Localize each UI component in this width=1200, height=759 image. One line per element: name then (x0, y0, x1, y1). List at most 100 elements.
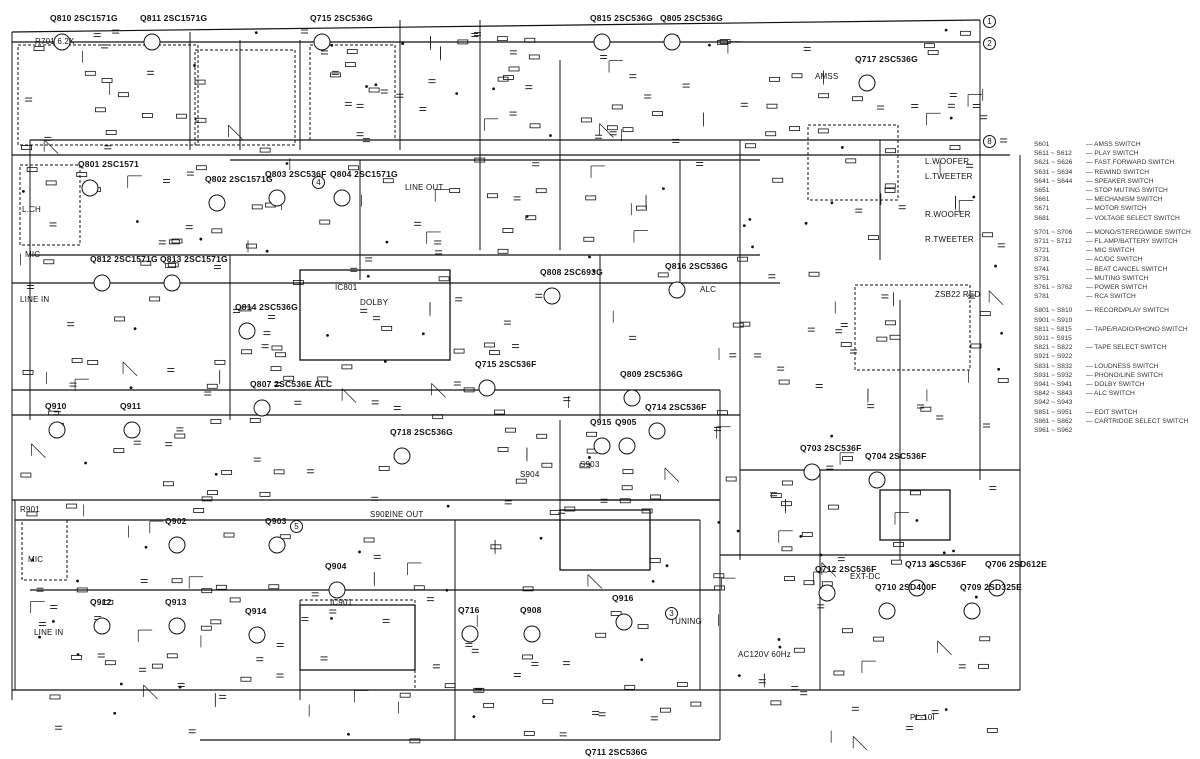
legend-row: S961 ~ S962 (1034, 426, 1200, 435)
resistor (33, 46, 45, 51)
resistor (176, 113, 187, 119)
resistor (766, 103, 778, 109)
transistor-symbol (268, 189, 286, 207)
legend-switch-desc: — MUTING SWITCH (1086, 274, 1149, 282)
resistor (463, 387, 475, 393)
wire (228, 124, 243, 140)
transistor-label: Q715 2SC536G (310, 13, 373, 23)
resistor (399, 692, 411, 698)
legend-row: S942 ~ S943 (1034, 398, 1200, 407)
legend-switch-ref: S711 ~ S712 (1034, 238, 1072, 246)
resistor (382, 178, 394, 184)
resistor (259, 491, 271, 497)
legend-row: S601— AMSS SWITCH (1034, 140, 1200, 149)
resistor (87, 360, 99, 365)
resistor (982, 232, 994, 238)
transistor-label: Q712 2SC536F (815, 564, 877, 574)
junction (119, 682, 123, 686)
transistor-symbol (818, 584, 836, 602)
resistor (273, 469, 285, 475)
resistor (141, 113, 153, 118)
legend-row: S661— MECHANISM SWITCH (1034, 195, 1200, 204)
legend-switch-ref: S651 (1034, 187, 1050, 195)
junction (997, 367, 1001, 371)
resistor (201, 496, 213, 502)
resistor (292, 279, 304, 285)
component-label: AMSS (815, 72, 839, 81)
junction (662, 187, 665, 191)
resistor (789, 126, 800, 131)
ic-package (879, 489, 951, 541)
shield-box (309, 44, 396, 141)
component-label: IC801 (335, 283, 358, 292)
resistor (739, 321, 751, 327)
resistor (171, 578, 183, 584)
junction (994, 264, 997, 268)
resistor (240, 306, 252, 312)
component-label: ZSB22 RED (935, 290, 981, 299)
resistor (118, 92, 129, 98)
resistor (652, 111, 663, 117)
resistor (549, 510, 561, 515)
resistor (140, 260, 152, 266)
junction (285, 162, 289, 165)
legend-switch-desc: — LOUDNESS SWITCH (1086, 362, 1159, 370)
legend-row: S621 ~ S626— FAST FORWARD SWITCH (1034, 158, 1200, 167)
component-label: TUNING (670, 617, 702, 626)
resistor (717, 410, 728, 416)
resistor (970, 343, 982, 349)
resistor (240, 676, 252, 682)
resistor (341, 364, 353, 370)
legend-switch-desc: — MONO/STEREO/WIDE SWITCH (1086, 228, 1191, 236)
resistor (210, 619, 222, 625)
resistor (542, 699, 554, 705)
legend-switch-desc: — POWER SWITCH (1086, 284, 1148, 292)
component-label: L.TWEETER (925, 172, 973, 181)
transistor-symbol (878, 602, 896, 620)
legend-switch-desc: — FL.AMP/BATTERY SWITCH (1086, 238, 1178, 246)
legend-row: S921 ~ S922 (1034, 352, 1200, 361)
resistor (610, 611, 622, 616)
legend-switch-ref: S751 (1034, 274, 1050, 282)
transistor-label: Q805 2SC536G (660, 13, 723, 23)
legend-row: S911 ~ S915 (1034, 334, 1200, 343)
transistor-label: Q814 2SC536G (235, 302, 298, 312)
legend-switch-ref: S931 ~ S932 (1034, 371, 1073, 379)
resistor (149, 296, 161, 302)
resistor (206, 383, 218, 389)
legend-switch-desc: — AMSS SWITCH (1086, 141, 1141, 148)
resistor (915, 715, 927, 721)
junction (199, 237, 203, 241)
resistor (194, 79, 206, 85)
legend-switch-ref: S721 (1034, 247, 1050, 255)
resistor (920, 406, 932, 412)
component-label: DOLBY (360, 298, 389, 307)
transistor-symbol (253, 399, 271, 417)
transistor-symbol (333, 189, 351, 207)
resistor (641, 508, 653, 514)
resistor (505, 427, 516, 433)
resistor (769, 76, 780, 82)
transistor-label: Q716 (458, 605, 480, 615)
wire (122, 361, 138, 377)
junction (942, 551, 946, 555)
legend-switch-desc: — MIC SWITCH (1086, 247, 1135, 255)
resistor (167, 262, 179, 268)
transistor-label: Q815 2SC536G (590, 13, 653, 23)
transistor-label: Q715 2SC536F (475, 359, 537, 369)
component-label: L.CH (22, 205, 42, 214)
transistor-symbol (393, 447, 411, 465)
resistor (229, 597, 241, 603)
resistor (842, 628, 853, 634)
transistor-symbol (168, 617, 186, 635)
resistor (489, 350, 500, 355)
legend-switch-desc: — MECHANISM SWITCH (1086, 196, 1163, 204)
transistor-label: Q912 (90, 597, 112, 607)
connector-terminal: 8 (983, 135, 996, 148)
legend-row: S831 ~ S832— LOUDNESS SWITCH (1034, 362, 1200, 371)
resistor (26, 167, 38, 173)
junction (587, 456, 591, 459)
component-label: MIC (28, 555, 44, 564)
transistor-symbol (93, 274, 111, 292)
transistor-label: Q807 2SC536E ALC (250, 379, 333, 389)
